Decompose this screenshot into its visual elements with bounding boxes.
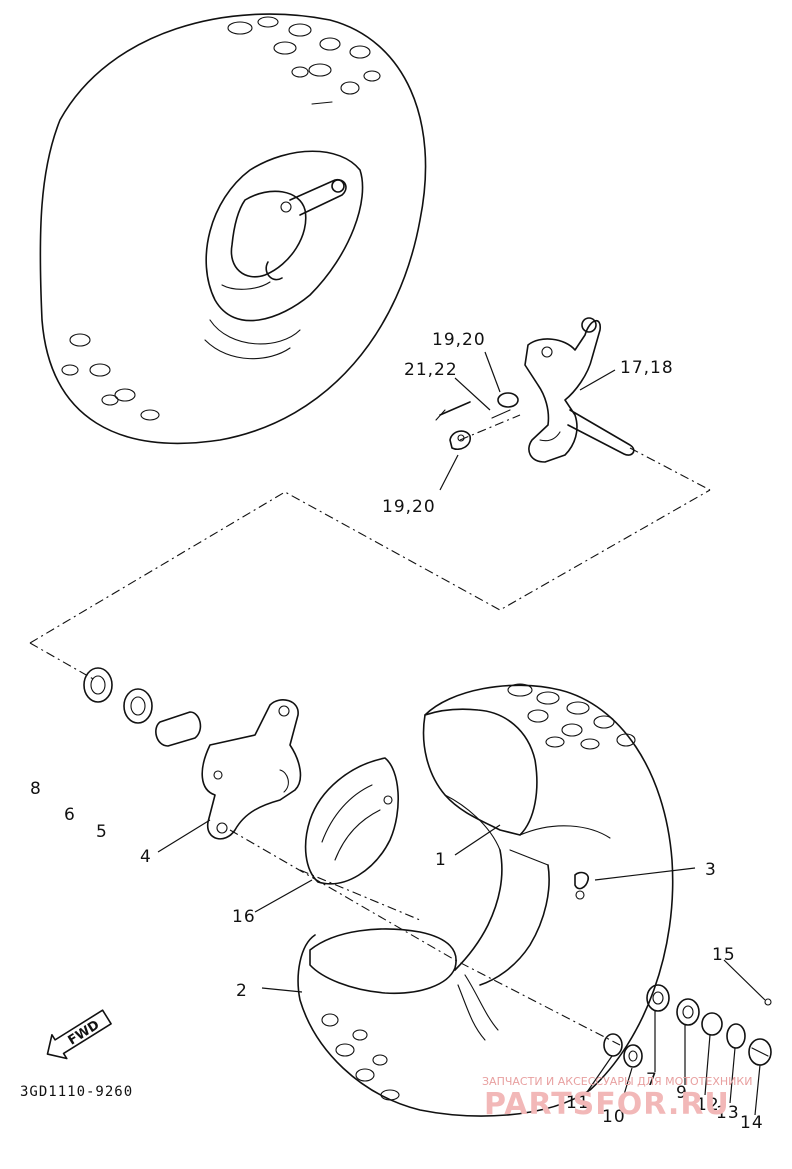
watermark-brand: PARTSFOR.RU (484, 1087, 730, 1122)
diagram-part-code: 3GD1110-9260 (20, 1084, 133, 1100)
assembly-guide-lines (29, 414, 711, 1046)
callout-2: 2 (236, 981, 248, 1001)
bottom-tire-assembly (297, 683, 674, 1117)
rim-part (304, 757, 399, 885)
knuckle-assembly (435, 317, 635, 463)
callout-5: 5 (96, 822, 108, 842)
callout-19-20-top: 19,20 (432, 330, 486, 350)
callout-8: 8 (30, 779, 42, 799)
watermark: ЗАПЧАСТИ И АКСЕССУАРЫ ДЛЯ МОТОТЕХНИКИ PA… (482, 1075, 752, 1122)
callout-9: 9 (676, 1083, 688, 1103)
callout-11: 11 (566, 1093, 590, 1113)
top-wheel-assembly (39, 13, 427, 444)
fwd-arrow-icon: FWD (46, 1009, 112, 1060)
callout-4: 4 (140, 847, 152, 867)
callout-10: 10 (602, 1107, 626, 1127)
callout-labels: 19,20 21,22 17,18 19,20 8 6 5 4 1 3 16 2… (30, 330, 764, 1133)
callout-13: 13 (716, 1103, 740, 1123)
nuts-washers (603, 984, 772, 1068)
callout-17-18: 17,18 (620, 358, 674, 378)
callout-6: 6 (64, 805, 76, 825)
callout-16: 16 (232, 907, 256, 927)
hub-part (201, 699, 302, 840)
watermark-tagline: ЗАПЧАСТИ И АКСЕССУАРЫ ДЛЯ МОТОТЕХНИКИ (482, 1075, 752, 1088)
callout-3: 3 (705, 860, 717, 880)
callout-14: 14 (740, 1113, 764, 1133)
callout-15: 15 (712, 945, 736, 965)
callout-1: 1 (435, 850, 447, 870)
callout-7: 7 (646, 1070, 658, 1090)
callout-12: 12 (696, 1095, 720, 1115)
spacer-parts (83, 667, 202, 747)
callout-19-20-bottom: 19,20 (382, 497, 436, 517)
callout-21-22: 21,22 (404, 360, 458, 380)
leader-lines (157, 351, 766, 1116)
